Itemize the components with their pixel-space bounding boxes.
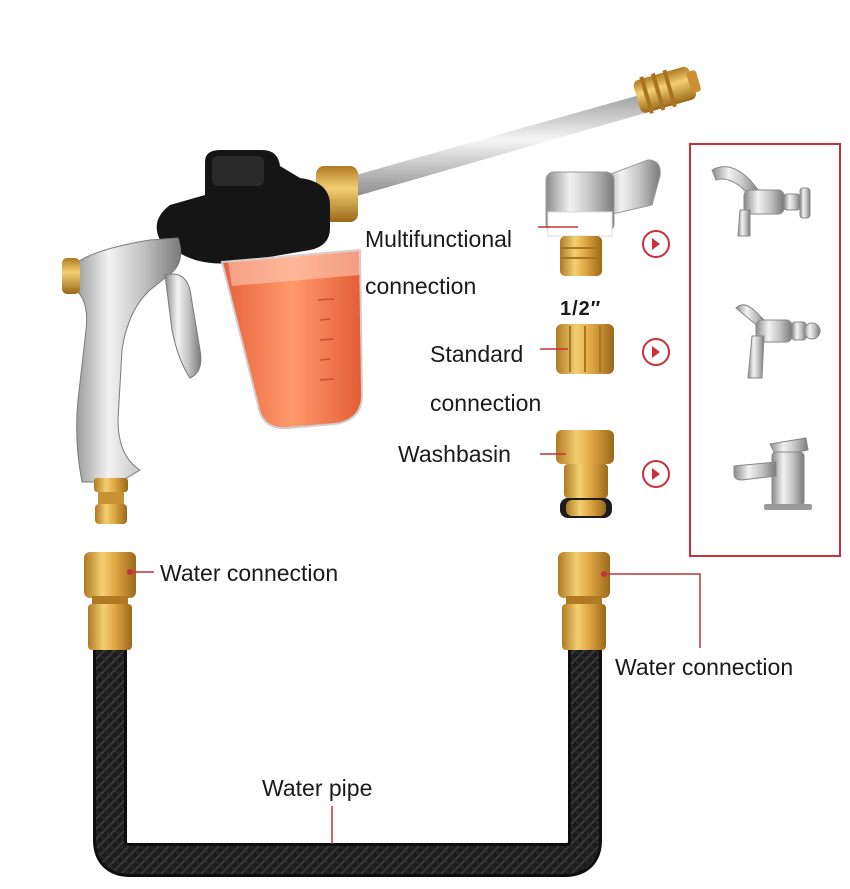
label-multifunctional-1: Multifunctional: [365, 226, 513, 252]
label-half-inch: 1/2″: [560, 298, 602, 320]
nozzle-tip: [633, 66, 701, 114]
wall-faucet-icon: [711, 166, 811, 237]
arrow-group: [642, 230, 670, 488]
faucet-panel: [689, 143, 841, 557]
hose-leader-lines: [130, 571, 701, 844]
label-standard-2: connection: [430, 390, 542, 416]
water-pipe: [93, 633, 602, 877]
label-washbasin: Washbasin: [398, 441, 511, 467]
chevron-right-icon: [642, 460, 670, 488]
gun-body: [156, 150, 330, 264]
gun-bottom-connector: [94, 478, 128, 492]
multifunctional-adapter: [545, 159, 661, 276]
adapter-leader-lines: [538, 226, 578, 455]
label-water-pipe: Water pipe: [262, 775, 373, 801]
chevron-right-icon: [642, 338, 670, 366]
bib-tap-icon: [735, 304, 821, 379]
spray-gun: [62, 66, 701, 524]
gun-rod: [345, 92, 656, 198]
label-multifunctional-2: connection: [365, 273, 477, 299]
washbasin-adapter: [556, 430, 614, 518]
label-water-connection-left: Water connection: [160, 560, 339, 586]
soap-bottle: [220, 248, 364, 430]
gun-handle: [69, 237, 182, 483]
chevron-right-icon: [642, 230, 670, 258]
label-water-connection-right: Water connection: [615, 654, 794, 680]
gun-trigger: [164, 273, 202, 379]
label-standard-1: Standard: [430, 341, 524, 367]
basin-mixer-icon: [733, 437, 812, 510]
left-hose-connector: [84, 552, 136, 650]
standard-adapter: [556, 324, 614, 374]
right-hose-connector: [558, 552, 610, 650]
rear-knob: [62, 258, 80, 294]
